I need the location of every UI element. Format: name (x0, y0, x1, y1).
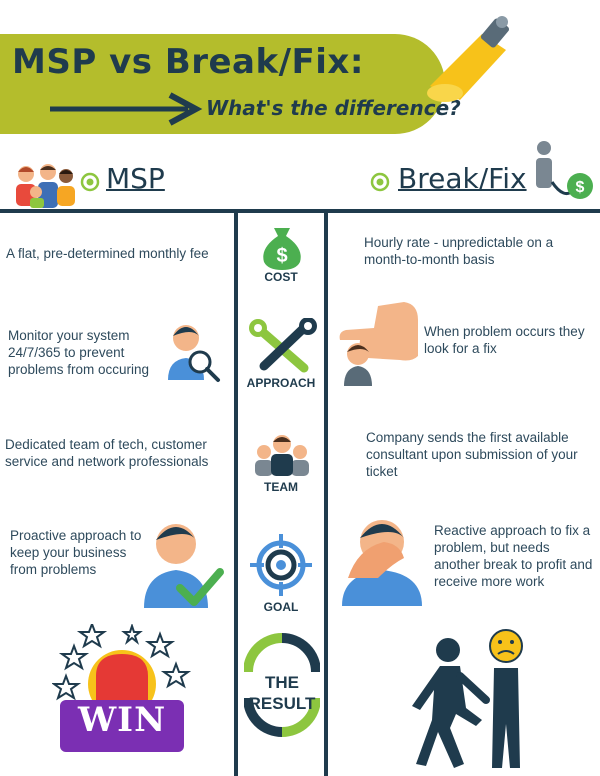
category-label: APPROACH (246, 376, 316, 390)
checkmark-person-icon (144, 524, 224, 608)
breakfix-approach-text: When problem occurs they look for a fix (424, 324, 585, 356)
target-bullet-icon (370, 172, 390, 192)
wrench-screwdriver-icon (249, 318, 317, 373)
siren-win-icon (52, 624, 192, 752)
target-bullet-icon (80, 172, 100, 192)
msp-goal-text: Proactive approach to keep your business… (10, 528, 142, 577)
msp-team-text: Dedicated team of tech, customer service… (5, 437, 209, 469)
win-text: WIN (78, 700, 167, 740)
facepalm-person-icon (342, 520, 422, 606)
category-label: GOAL (263, 600, 299, 614)
center-rule-right (324, 212, 328, 776)
page-title: MSP vs Break/Fix: (12, 42, 364, 82)
sad-man-icon (489, 629, 523, 768)
spotlight-icon (427, 16, 510, 102)
money-bag-icon: $ (263, 228, 301, 270)
category-label: COST (264, 270, 298, 284)
msp-heading: MSP (106, 162, 165, 195)
page-subtitle: What's the difference? (206, 96, 461, 120)
person-money-icon: $ (536, 141, 593, 199)
header-divider (0, 209, 600, 213)
breakfix-team-text: Company sends the first available consul… (366, 430, 578, 479)
pointing-hand-icon (339, 302, 418, 386)
breakfix-cost-text: Hourly rate - unpredictable on a month-t… (364, 235, 554, 267)
team-icon (255, 435, 309, 476)
title-banner (0, 34, 445, 134)
stars-icon (76, 624, 108, 649)
result-ring-icon (244, 633, 320, 737)
result-label: THE RESULT (248, 673, 316, 713)
center-rule-left (234, 212, 238, 776)
breakfix-goal-text: Reactive approach to fix a problem, but … (434, 523, 593, 589)
svg-text:$: $ (576, 179, 585, 196)
breakfix-heading: Break/Fix (398, 162, 527, 195)
target-icon (250, 534, 312, 596)
msp-cost-text: A flat, pre-determined monthly fee (6, 246, 209, 261)
walking-man-icon (412, 638, 490, 768)
msp-approach-text: Monitor your system 24/7/365 to prevent … (8, 328, 150, 377)
family-icon (16, 164, 75, 208)
category-label: TEAM (264, 480, 298, 494)
svg-text:$: $ (276, 245, 287, 267)
magnifier-person-icon (168, 325, 220, 382)
arrow-right-icon (50, 92, 203, 126)
